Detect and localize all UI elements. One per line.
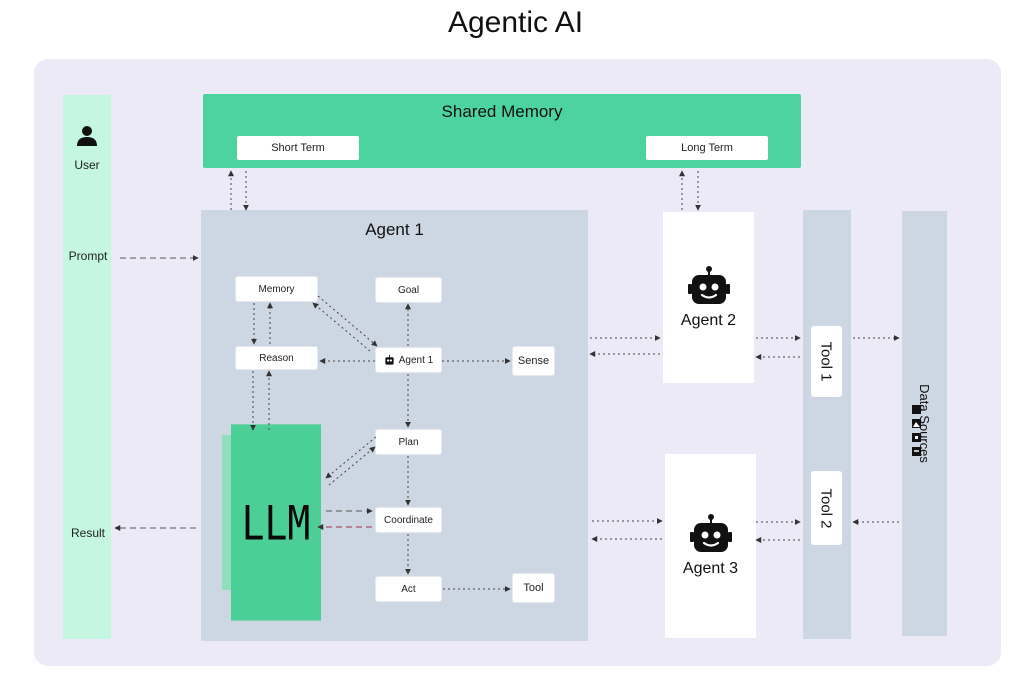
prompt-label: Prompt xyxy=(68,249,108,263)
data-sources-icon xyxy=(911,405,923,457)
user-icon xyxy=(76,125,98,147)
plan-node-label: Plan xyxy=(398,436,419,448)
robot-icon xyxy=(687,265,730,304)
tool-node-label: Tool xyxy=(523,582,544,594)
agent1-node-label: Agent 1 xyxy=(398,354,434,366)
sense-node-label: Sense xyxy=(517,355,550,367)
sense-node: Sense xyxy=(513,347,554,375)
agent3-card: Agent 3 xyxy=(665,454,756,638)
agent1-title: Agent 1 xyxy=(365,220,424,239)
tools-column xyxy=(803,210,851,639)
agent3-label: Agent 3 xyxy=(682,560,739,577)
goal-node: Goal xyxy=(376,278,441,302)
reason-node: Reason xyxy=(236,347,317,369)
agent2-label: Agent 2 xyxy=(680,311,737,329)
tool2-box: Tool 2 xyxy=(811,471,842,545)
short-term-memory-box: Short Term xyxy=(237,136,359,160)
long-term-memory-box: Long Term xyxy=(646,136,768,160)
act-node: Act xyxy=(376,577,441,601)
result-label: Result xyxy=(70,526,105,540)
memory-node: Memory xyxy=(236,277,317,301)
robot-icon xyxy=(385,354,394,365)
data-sources-column: Data Sources xyxy=(902,211,947,636)
agent1-node: Agent 1 xyxy=(376,348,441,372)
memory-node-label: Memory xyxy=(258,283,295,295)
llm-block: LLM xyxy=(231,424,321,621)
act-node-label: Act xyxy=(401,583,416,595)
coordinate-node: Coordinate xyxy=(376,508,441,532)
user-label: User xyxy=(74,158,100,172)
user-column xyxy=(63,95,111,639)
tool1-box: Tool 1 xyxy=(811,326,842,397)
shared-memory-title: Shared Memory xyxy=(441,102,563,121)
tool-node: Tool xyxy=(513,574,554,602)
coordinate-node-label: Coordinate xyxy=(384,514,433,526)
plan-node: Plan xyxy=(376,430,441,454)
goal-node-label: Goal xyxy=(397,284,420,296)
agent2-card: Agent 2 xyxy=(663,212,754,383)
reason-node-label: Reason xyxy=(259,352,294,364)
robot-icon xyxy=(689,514,732,552)
page-title: Agentic AI xyxy=(447,6,584,39)
